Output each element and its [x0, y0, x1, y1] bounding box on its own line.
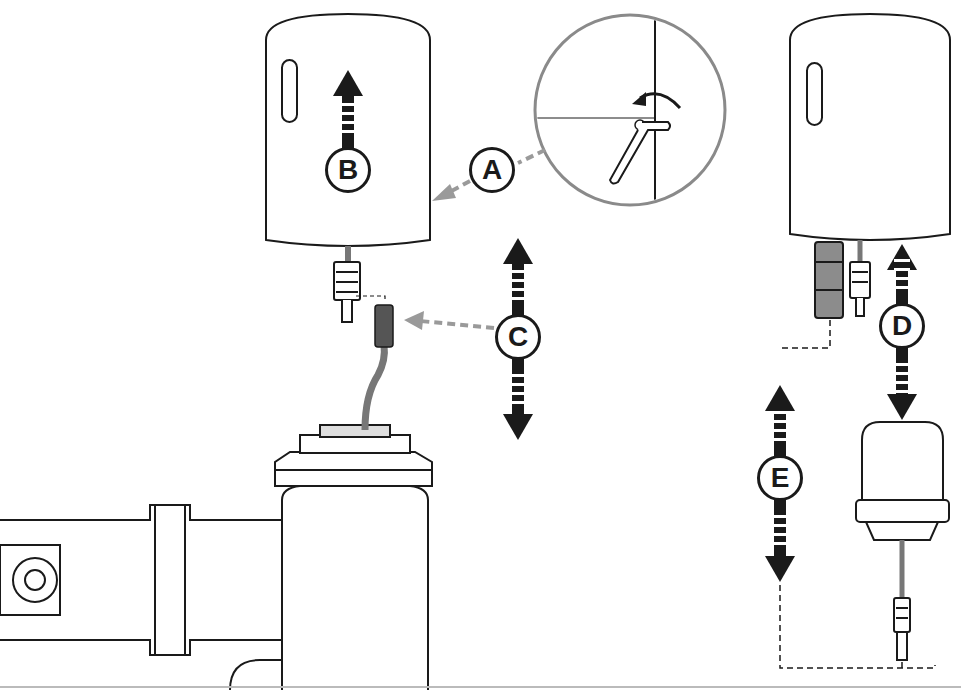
shaft-dash-gap: [772, 420, 788, 423]
callout-text: B: [338, 156, 358, 184]
direction-arrowhead: [887, 394, 917, 420]
shaft-dash-gap: [510, 374, 526, 377]
direction-arrowhead: [765, 556, 795, 582]
shaft-dash-gap: [772, 429, 788, 432]
shaft-dash-gap: [772, 542, 788, 545]
shaft-dash-gap: [340, 121, 356, 124]
shaft-dash-gap: [510, 383, 526, 386]
callout-text: A: [482, 156, 502, 184]
shaft-dash-gap: [772, 524, 788, 527]
shaft-dash-gap: [340, 234, 356, 237]
callout-text: E: [771, 464, 790, 492]
callout-letter: C: [495, 314, 541, 360]
frame-line: [0, 686, 961, 688]
sensor-housing: [266, 14, 430, 322]
shaft-dash-gap: [340, 207, 356, 210]
shaft-dash-gap: [510, 392, 526, 395]
shaft-dash-gap: [772, 438, 788, 441]
power-supply: [856, 422, 949, 660]
callout-text: C: [508, 323, 528, 351]
callout-text: D: [892, 312, 912, 340]
shaft-dash-gap: [894, 268, 910, 271]
flush-valve: [0, 425, 432, 690]
direction-arrowhead: [503, 414, 533, 440]
shaft-dash-gap: [340, 103, 356, 106]
shaft-dash-gap: [894, 381, 910, 384]
shaft-dash-gap: [894, 363, 910, 366]
shaft-dash-gap: [894, 372, 910, 375]
shaft-dash-gap: [510, 288, 526, 291]
female-connector: [375, 305, 393, 347]
direction-arrowhead: [333, 70, 363, 96]
direction-arrowhead: [887, 244, 917, 270]
shaft-dash-gap: [772, 515, 788, 518]
wiring-path: [780, 320, 935, 668]
shaft-dash-gap: [340, 130, 356, 133]
callout-letter: B: [325, 147, 371, 193]
shaft-dash-gap: [772, 411, 788, 414]
shaft-dash-gap: [510, 401, 526, 404]
shaft-dash-gap: [510, 279, 526, 282]
cable: [365, 345, 384, 430]
shaft-dash-gap: [510, 270, 526, 273]
direction-arrowhead: [503, 238, 533, 264]
sensor-housing: [790, 14, 950, 318]
shaft-dash-gap: [340, 216, 356, 219]
shaft-dash-gap: [894, 277, 910, 280]
shaft-dash-gap: [510, 297, 526, 300]
shaft-dash-gap: [894, 286, 910, 289]
shaft-dash-gap: [772, 533, 788, 536]
callout-letter: A: [469, 147, 515, 193]
shaft-dash-gap: [340, 225, 356, 228]
direction-arrowhead: [765, 385, 795, 411]
shaft-dash-gap: [894, 259, 910, 262]
shaft-dash-gap: [340, 112, 356, 115]
callout-letter: E: [757, 455, 803, 501]
callout-letter: D: [879, 303, 925, 349]
detail-magnifier: [530, 10, 725, 210]
shaft-dash-gap: [894, 390, 910, 393]
